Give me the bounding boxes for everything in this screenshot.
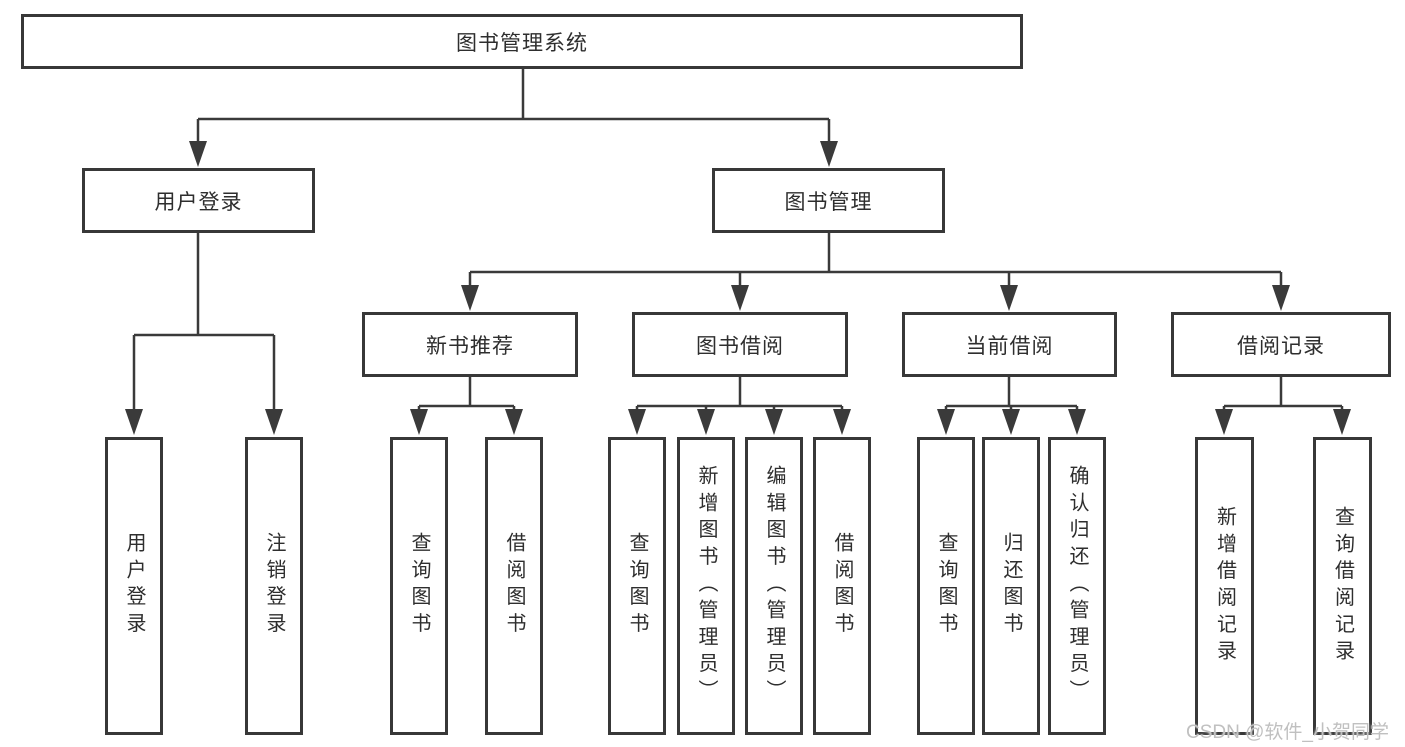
arrow-down-icon (461, 285, 479, 311)
node-book-management: 图书管理 (712, 168, 945, 233)
arrow-down-icon (697, 409, 715, 435)
leaf-confirm-return-admin: 确认归还（管理员） (1048, 437, 1106, 735)
node-current-borrow-label: 当前借阅 (965, 334, 1054, 358)
node-current-borrow: 当前借阅 (902, 312, 1117, 377)
arrow-down-icon (1000, 285, 1018, 311)
leaf-borrow-books-label: 借阅图书 (831, 532, 853, 640)
connector-current-borrow (944, 377, 1079, 414)
leaf-borrow-books-recommend-label: 借阅图书 (503, 532, 525, 640)
arrow-down-icon (833, 409, 851, 435)
leaf-query-books-recommend-label: 查询图书 (408, 532, 430, 640)
connector-user-login (132, 233, 276, 412)
connector-book-mgmt (468, 233, 1283, 288)
arrow-down-icon (765, 409, 783, 435)
arrow-down-icon (410, 409, 428, 435)
leaf-confirm-return-admin-label: 确认归还（管理员） (1066, 465, 1088, 707)
node-book-borrow-label: 图书借阅 (696, 334, 784, 358)
leaf-query-books-current-label: 查询图书 (935, 532, 957, 640)
connector-new-book-rec (417, 377, 516, 414)
arrow-down-icon (125, 409, 143, 435)
connector-book-borrow (635, 377, 844, 414)
node-borrow-records-label: 借阅记录 (1237, 334, 1325, 358)
arrow-down-icon (628, 409, 646, 435)
arrow-down-icon (1215, 409, 1233, 435)
leaf-query-borrow-record-label: 查询借阅记录 (1331, 505, 1354, 667)
arrow-down-icon (731, 285, 749, 311)
leaf-query-books-current: 查询图书 (917, 437, 975, 735)
node-new-book-recommend: 新书推荐 (362, 312, 578, 377)
arrow-down-icon (505, 409, 523, 435)
node-borrow-records: 借阅记录 (1171, 312, 1391, 377)
leaf-query-books-recommend: 查询图书 (390, 437, 448, 735)
arrow-down-icon (937, 409, 955, 435)
leaf-edit-books-admin-label: 编辑图书（管理员） (763, 465, 785, 707)
arrow-down-icon (1068, 409, 1086, 435)
arrow-down-icon (820, 141, 838, 167)
node-user-login-label: 用户登录 (154, 190, 243, 214)
leaf-return-books: 归还图书 (982, 437, 1040, 735)
leaf-add-books-admin: 新增图书（管理员） (677, 437, 735, 735)
leaf-borrow-books-recommend: 借阅图书 (485, 437, 543, 735)
arrow-down-icon (189, 141, 207, 167)
leaf-add-borrow-record-label: 新增借阅记录 (1213, 505, 1236, 667)
arrow-down-icon (1272, 285, 1290, 311)
leaf-return-books-label: 归还图书 (1000, 532, 1022, 640)
leaf-add-books-admin-label: 新增图书（管理员） (695, 465, 717, 707)
node-root-label: 图书管理系统 (456, 31, 588, 55)
connector-borrow-records (1222, 377, 1344, 414)
connector-root (196, 69, 831, 144)
leaf-edit-books-admin: 编辑图书（管理员） (745, 437, 803, 735)
watermark: CSDN @软件_小贺同学 (1186, 722, 1389, 743)
leaf-user-login: 用户登录 (105, 437, 163, 735)
node-new-book-recommend-label: 新书推荐 (426, 334, 514, 358)
leaf-logout-label: 注销登录 (263, 532, 285, 640)
arrow-down-icon (1002, 409, 1020, 435)
leaf-query-books-borrow-label: 查询图书 (626, 532, 648, 640)
leaf-user-login-label: 用户登录 (123, 532, 145, 640)
leaf-logout: 注销登录 (245, 437, 303, 735)
node-book-borrow: 图书借阅 (632, 312, 848, 377)
node-book-management-label: 图书管理 (784, 190, 873, 214)
leaf-add-borrow-record: 新增借阅记录 (1195, 437, 1254, 735)
leaf-borrow-books: 借阅图书 (813, 437, 871, 735)
leaf-query-borrow-record: 查询借阅记录 (1313, 437, 1372, 735)
arrow-down-icon (1333, 409, 1351, 435)
arrow-down-icon (265, 409, 283, 435)
node-user-login: 用户登录 (82, 168, 315, 233)
node-root: 图书管理系统 (21, 14, 1023, 69)
leaf-query-books-borrow: 查询图书 (608, 437, 666, 735)
